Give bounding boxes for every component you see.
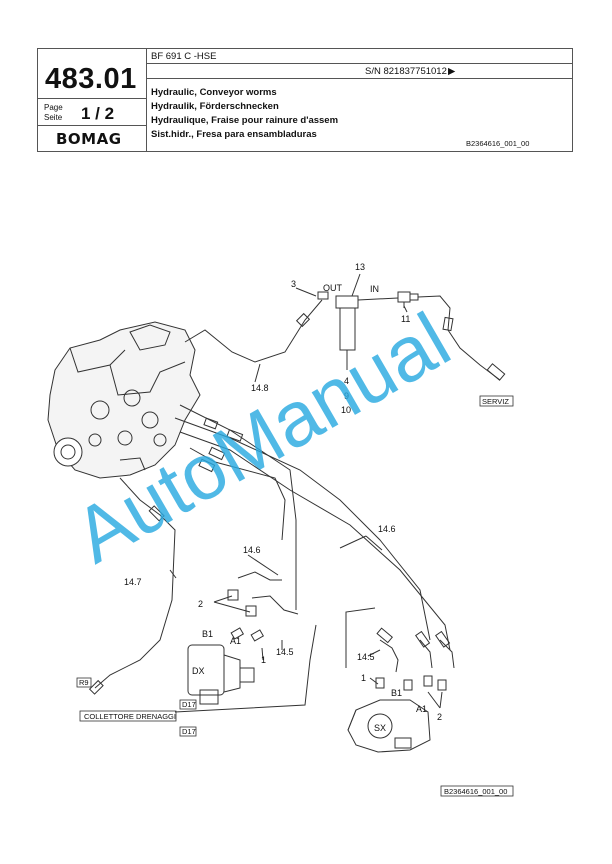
- label-in: IN: [370, 284, 379, 294]
- callout-3: 3: [291, 279, 296, 289]
- label-serviz: SERVIZ: [482, 397, 509, 406]
- page-label: Page: [44, 103, 63, 112]
- filter-4: [335, 295, 359, 370]
- in-line: [357, 297, 399, 301]
- callout-14-6-right: 14.6: [378, 524, 396, 534]
- label-out: OUT: [323, 283, 343, 293]
- serial-number: S/N 821837751012: [365, 66, 447, 77]
- callout-14-5-right: 14.5: [357, 652, 375, 662]
- callout-14-6-left: 14.6: [243, 545, 261, 555]
- title-en: Hydraulic, Conveyor worms: [151, 87, 277, 98]
- label-a1-right: A1: [416, 704, 427, 714]
- title-block-rule: [38, 98, 146, 99]
- hose-14-6-b: [179, 431, 451, 651]
- serial-arrow-icon: ▶: [448, 66, 456, 77]
- title-block-rule: [146, 63, 572, 64]
- fitting-3: [295, 291, 329, 328]
- callout-14-8: 14.8: [251, 383, 269, 393]
- label-d17-top: D17: [182, 700, 196, 709]
- title-block: 483.01 Page Seite 1 / 2 BOMAG BF 691 C -…: [37, 48, 573, 152]
- seite-label: Seite: [44, 113, 63, 122]
- label-d17-bottom: D17: [182, 727, 196, 736]
- hose-14-7: [94, 477, 176, 689]
- label-a1-left: A1: [230, 636, 241, 646]
- motor-sx: [347, 699, 431, 753]
- title-block-rule: [146, 78, 572, 79]
- label-b1-right: B1: [391, 688, 402, 698]
- callout-11: 11: [401, 314, 410, 324]
- callout-1-right: 1: [361, 673, 366, 683]
- callout-2-right: 2: [437, 712, 442, 722]
- callout-4: 4: [344, 376, 349, 386]
- callout-13: 13: [355, 262, 365, 272]
- label-sx: SX: [374, 723, 386, 733]
- bomag-logo: BOMAG: [56, 130, 122, 148]
- title-fr: Hydraulique, Fraise pour rainure d'assem: [151, 115, 339, 126]
- model-name: BF 691 C -HSE: [151, 51, 217, 62]
- title-block-divider: [146, 49, 147, 151]
- hose-14-8: [184, 299, 323, 363]
- hose-14-6-d: [189, 447, 286, 541]
- section-number: 483.01: [45, 63, 137, 95]
- callout-1-left: 1: [261, 655, 266, 665]
- label-dx: DX: [192, 666, 205, 676]
- callout-10: 10: [341, 405, 351, 415]
- label-r9: R9: [79, 678, 89, 687]
- label-collettore-drenaggi: COLLETTORE DRENAGGI: [84, 712, 176, 721]
- pump-assembly: [47, 321, 201, 479]
- callout-14-5-left: 14.5: [276, 647, 294, 657]
- title-de: Hydraulik, Förderschnecken: [151, 101, 279, 112]
- motor-dx: [187, 644, 255, 705]
- callout-9: 9: [344, 391, 349, 401]
- hose-14-6-c: [179, 404, 297, 610]
- footer-drawing-code: B2364616_001_00: [444, 787, 507, 796]
- title-es: Sist.hidr., Fresa para ensambladuras: [151, 129, 317, 140]
- page-fraction: 1 / 2: [81, 104, 115, 123]
- callout-2-left: 2: [198, 599, 203, 609]
- title-block-rule: [38, 125, 146, 126]
- drawing-code: B2364616_001_00: [466, 139, 530, 148]
- label-b1-left: B1: [202, 629, 213, 639]
- callout-14-7: 14.7: [124, 577, 142, 587]
- hose-14-6-a: [174, 417, 431, 641]
